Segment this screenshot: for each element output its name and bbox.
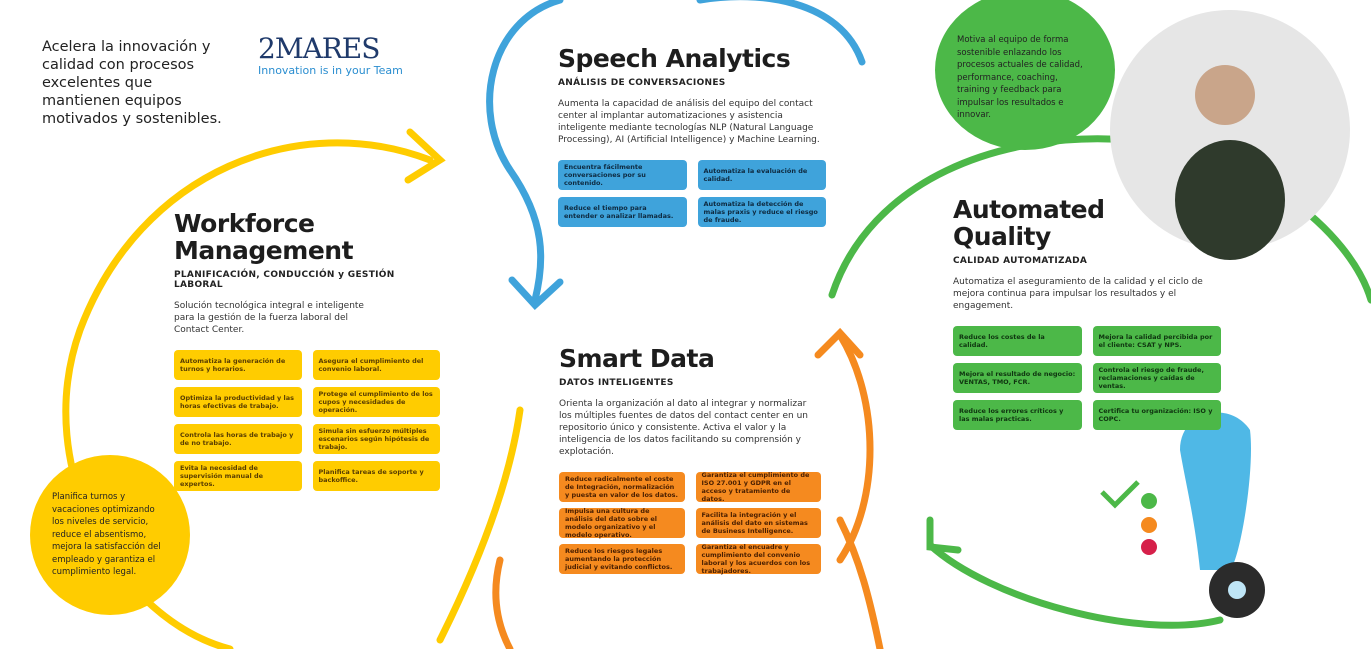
benefit-card: Controla el riesgo de fraude, reclamacio… <box>1092 363 1221 393</box>
quality-subtitle: CALIDAD AUTOMATIZADA <box>953 256 1088 266</box>
benefit-card: Automatiza la generación de turnos y hor… <box>174 350 302 380</box>
benefit-card: Automatiza la detección de malas praxis … <box>697 197 826 227</box>
company-logo: 2MARES Innovation is in your Team <box>258 32 403 78</box>
logo-name: 2MARES <box>258 32 380 65</box>
yellow-arrowhead <box>404 128 446 184</box>
worker-photo-background <box>1110 10 1350 250</box>
benefit-card: Optimiza la productividad y las horas ef… <box>174 387 302 417</box>
smart-data-description: Orienta la organización al dato al integ… <box>559 399 808 457</box>
benefit-card: Simula sin esfuerzo múltiples escenarios… <box>312 424 440 454</box>
workforce-description: Solución tecnológica integral e intelige… <box>174 301 364 335</box>
benefit-card: Reduce los costes de la calidad. <box>953 326 1082 356</box>
blue-cycle-arc <box>486 0 866 304</box>
speech-section: Speech Analytics ANÁLISIS DE CONVERSACIO… <box>558 45 826 227</box>
speech-title: Speech Analytics <box>558 44 791 73</box>
intro-text: Acelera la innovación y calidad con proc… <box>42 39 222 127</box>
benefit-card: Reduce los riesgos legales aumentando la… <box>559 544 685 574</box>
benefit-card: Reduce los errores críticos y las malas … <box>953 400 1082 430</box>
logo-tagline: Innovation is in your Team <box>258 64 403 77</box>
benefit-card: Facilita la integración y el análisis de… <box>695 508 821 538</box>
benefit-card: Planifica tareas de soporte y backoffice… <box>312 461 440 491</box>
checkmark-icon <box>1100 480 1140 509</box>
smart-data-subtitle: DATOS INTELIGENTES <box>559 378 674 388</box>
workforce-bubble: Planifica turnos y vacaciones optimizand… <box>30 455 190 615</box>
benefit-card: Protege el cumplimiento de los cupos y n… <box>312 387 440 417</box>
blue-arrowhead <box>508 276 564 310</box>
orange-arrowhead <box>814 327 864 359</box>
benefit-card: Evita la necesidad de supervisión manual… <box>174 461 302 491</box>
orange-cycle-arc <box>492 331 884 649</box>
workforce-section: Workforce Management PLANIFICACIÓN, COND… <box>174 210 440 491</box>
benefit-card: Automatiza la evaluación de calidad. <box>697 160 826 190</box>
benefit-card: Reduce el tiempo para entender o analiza… <box>558 197 687 227</box>
benefit-card: Controla las horas de trabajo y de no tr… <box>174 424 302 454</box>
benefit-card: Garantiza el encuadre y cumplimiento del… <box>695 543 821 575</box>
speech-description: Aumenta la capacidad de análisis del equ… <box>558 99 820 145</box>
benefit-card: Certifica tu organización: ISO y COPC. <box>1092 400 1221 430</box>
benefit-card: Reduce radicalmente el coste de Integrac… <box>559 472 685 502</box>
quality-bubble: Motiva al equipo de forma sostenible enl… <box>935 0 1115 150</box>
speech-subtitle: ANÁLISIS DE CONVERSACIONES <box>558 78 726 88</box>
smart-data-section: Smart Data DATOS INTELIGENTES Orienta la… <box>559 344 821 575</box>
benefit-card: Garantiza el cumplimiento de ISO 27.001 … <box>695 471 821 503</box>
benefit-card: Impulsa una cultura de análisis del dato… <box>559 507 685 539</box>
workforce-subtitle: PLANIFICACIÓN, CONDUCCIÓN y GESTIÓN LABO… <box>174 270 395 290</box>
benefit-card: Asegura el cumplimiento del convenio lab… <box>312 350 440 380</box>
quality-description: Automatiza el aseguramiento de la calida… <box>953 277 1203 311</box>
smart-data-benefits: Reduce radicalmente el coste de Integrac… <box>559 471 821 575</box>
green-arrowhead <box>926 516 962 554</box>
benefit-card: Encuentra fácilmente conversaciones por … <box>558 160 687 190</box>
worker-photo-face <box>1195 65 1255 125</box>
worker-photo-figure <box>1175 140 1285 260</box>
smart-data-title: Smart Data <box>559 344 715 373</box>
quality-benefits: Reduce los costes de la calidad. Mejora … <box>953 326 1221 430</box>
speech-benefits: Encuentra fácilmente conversaciones por … <box>558 160 826 227</box>
workforce-title: Workforce Management <box>174 209 354 265</box>
benefit-card: Mejora la calidad percibida por el clien… <box>1092 326 1221 356</box>
quality-section: Automated Quality CALIDAD AUTOMATIZADA A… <box>953 196 1221 430</box>
benefit-card: Mejora el resultado de negocio: VENTAS, … <box>953 363 1082 393</box>
mascot-icon <box>1180 412 1251 570</box>
quality-title: Automated Quality <box>953 195 1105 251</box>
workforce-benefits: Automatiza la generación de turnos y hor… <box>174 350 440 491</box>
